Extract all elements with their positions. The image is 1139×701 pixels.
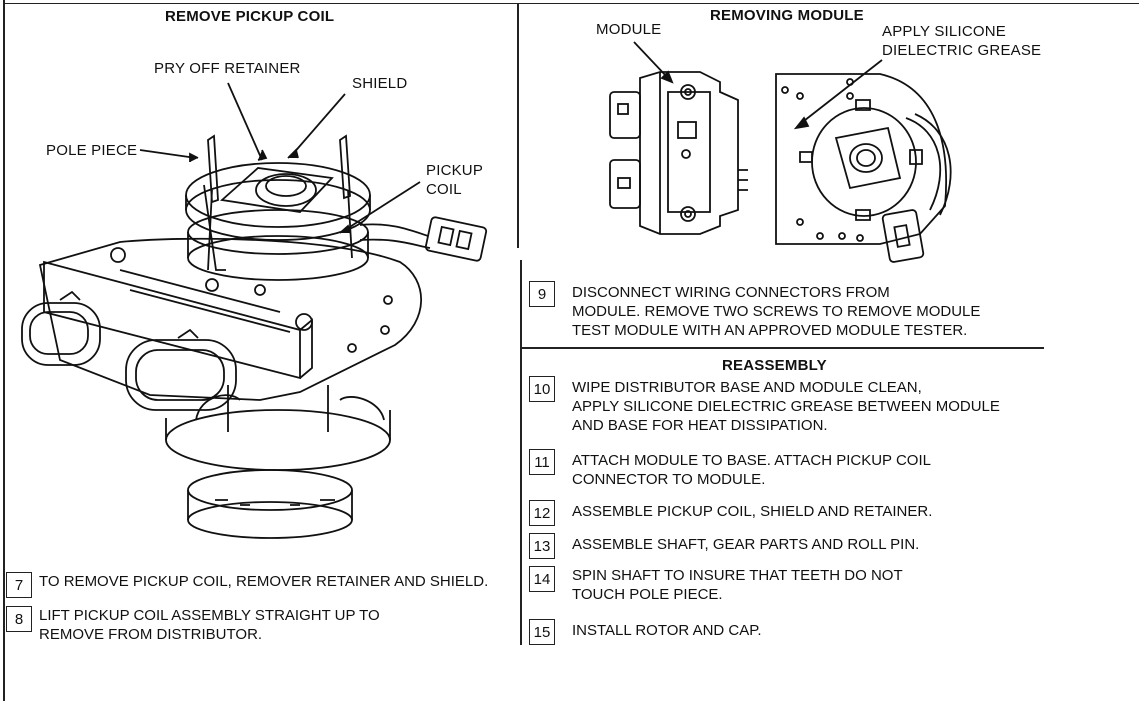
step-7-number: 7	[6, 572, 32, 598]
step-14-text: SPIN SHAFT TO INSURE THAT TEETH DO NOT T…	[572, 567, 903, 603]
step-15-text: INSTALL ROTOR AND CAP.	[572, 622, 762, 639]
step-14-number: 14	[529, 566, 555, 592]
reassembly-heading: REASSEMBLY	[722, 357, 827, 374]
step-15: 15 INSTALL ROTOR AND CAP.	[529, 619, 762, 645]
step-10-number: 10	[529, 376, 555, 402]
shield-label: SHIELD	[352, 75, 408, 92]
step-10: 10 WIPE DISTRIBUTOR BASE AND MODULE CLEA…	[529, 376, 1000, 435]
step-11-number: 11	[529, 449, 555, 475]
module-label: MODULE	[596, 21, 662, 38]
step-14: 14 SPIN SHAFT TO INSURE THAT TEETH DO NO…	[529, 566, 903, 604]
center-divider-upper	[517, 4, 519, 248]
step-13-number: 13	[529, 533, 555, 559]
top-border	[3, 3, 1139, 4]
step-12-text: ASSEMBLE PICKUP COIL, SHIELD AND RETAINE…	[572, 503, 933, 520]
removing-module-heading: REMOVING MODULE	[710, 7, 864, 24]
center-divider-lower	[520, 260, 522, 645]
module-removal-illustration	[609, 41, 952, 263]
grease-label-line2: DIELECTRIC GREASE	[882, 42, 1042, 59]
step-11-text: ATTACH MODULE TO BASE. ATTACH PICKUP COI…	[572, 452, 931, 488]
step-7: 7 TO REMOVE PICKUP COIL, REMOVER RETAINE…	[6, 572, 488, 598]
pry-off-retainer-label: PRY OFF RETAINER	[154, 60, 301, 77]
step-8-text: LIFT PICKUP COIL ASSEMBLY STRAIGHT UP TO…	[39, 607, 380, 643]
distributor-pickup-coil-illustration	[21, 82, 488, 539]
pole-piece-label: POLE PIECE	[46, 142, 138, 159]
step-11: 11 ATTACH MODULE TO BASE. ATTACH PICKUP …	[529, 449, 931, 489]
coil-label: COIL	[426, 181, 462, 198]
step-9: 9 DISCONNECT WIRING CONNECTORS FROM MODU…	[529, 281, 980, 340]
pickup-label: PICKUP	[426, 162, 484, 179]
step-7-text: TO REMOVE PICKUP COIL, REMOVER RETAINER …	[39, 573, 489, 590]
step-9-number: 9	[529, 281, 555, 307]
step-12-number: 12	[529, 500, 555, 526]
step-8-number: 8	[6, 606, 32, 632]
reassembly-divider	[522, 347, 1044, 349]
step-10-text: WIPE DISTRIBUTOR BASE AND MODULE CLEAN, …	[572, 379, 1000, 434]
step-8: 8 LIFT PICKUP COIL ASSEMBLY STRAIGHT UP …	[6, 606, 380, 644]
step-13-text: ASSEMBLE SHAFT, GEAR PARTS AND ROLL PIN.	[572, 536, 920, 553]
left-border	[3, 0, 5, 701]
step-9-text: DISCONNECT WIRING CONNECTORS FROM MODULE…	[572, 284, 981, 339]
grease-label-line1: APPLY SILICONE	[882, 23, 1006, 40]
step-15-number: 15	[529, 619, 555, 645]
step-13: 13 ASSEMBLE SHAFT, GEAR PARTS AND ROLL P…	[529, 533, 919, 559]
remove-pickup-coil-heading: REMOVE PICKUP COIL	[165, 8, 335, 25]
step-12: 12 ASSEMBLE PICKUP COIL, SHIELD AND RETA…	[529, 500, 932, 526]
